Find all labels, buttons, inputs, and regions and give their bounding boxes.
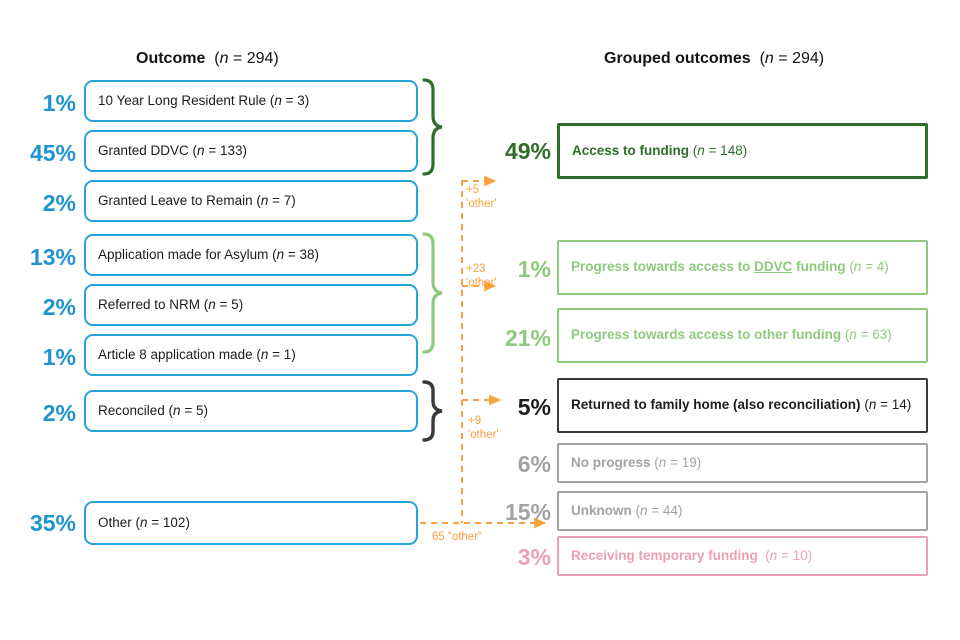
outcome-label-7: Other xyxy=(98,514,132,530)
grouped-label-1-underline: DDVC xyxy=(754,259,793,275)
grouped-percent-0: 49% xyxy=(504,138,551,164)
grouped-percent-4: 6% xyxy=(517,451,551,477)
grouped-percent-5: 15% xyxy=(504,499,551,525)
grouped-box-receiving-temporary-funding[interactable]: Receiving temporary funding (n = 10) xyxy=(557,536,928,576)
brace-access-to-funding xyxy=(422,78,443,176)
grouped-box-unknown[interactable]: Unknown (n = 44) xyxy=(557,491,928,531)
outcome-label-0: 10 Year Long Resident Rule xyxy=(98,92,267,108)
annotation-other-23-word: 'other' xyxy=(466,277,497,290)
annotation-other-5: +5 'other' xyxy=(466,183,497,212)
annotation-other-23: +23 'other' xyxy=(466,262,497,291)
outcome-label-4: Referred to NRM xyxy=(98,296,201,312)
grouped-box-access-to-funding[interactable]: Access to funding (n = 148) xyxy=(557,123,928,179)
annotation-other-total: 65 “other” xyxy=(432,531,482,543)
outcome-percent-6: 2% xyxy=(42,400,76,426)
grouped-label-1-pre: Progress towards access to xyxy=(571,259,755,275)
grouped-label-1-post: funding xyxy=(792,259,846,275)
annotation-other-23-amount: +23 xyxy=(466,263,486,275)
grouped-percent-6: 3% xyxy=(517,544,551,570)
outcome-label-2: Granted Leave to Remain xyxy=(98,192,253,208)
outcome-percent-0: 1% xyxy=(42,90,76,116)
right-column-title: Grouped outcomes (n = 294) xyxy=(604,50,825,67)
brace-progress-other-funding xyxy=(422,232,443,354)
outcome-percent-4: 2% xyxy=(42,294,76,320)
right-column-title-text: Grouped outcomes xyxy=(604,50,751,67)
grouped-box-returned-to-family-home[interactable]: Returned to family home (also reconcilia… xyxy=(557,378,928,433)
grouped-label-5: Unknown xyxy=(571,502,632,518)
left-column-title-text: Outcome xyxy=(136,50,206,67)
outcome-box-referred-to-nrm[interactable]: Referred to NRM (n = 5) xyxy=(84,284,418,326)
outcome-percent-2: 2% xyxy=(42,190,76,216)
outcome-label-6: Reconciled xyxy=(98,402,165,418)
outcome-label-5: Article 8 application made xyxy=(98,346,253,362)
outcome-box-granted-leave-to-remain[interactable]: Granted Leave to Remain (n = 7) xyxy=(84,180,418,222)
outcome-box-application-made-for-asylum[interactable]: Application made for Asylum (n = 38) xyxy=(84,234,418,276)
grouped-percent-1: 1% xyxy=(517,256,551,282)
brace-returned-to-family-home xyxy=(422,380,443,442)
grouped-box-no-progress[interactable]: No progress (n = 19) xyxy=(557,443,928,483)
grouped-label-0: Access to funding xyxy=(572,142,690,158)
grouped-label-6: Receiving temporary funding xyxy=(571,547,758,563)
annotation-other-5-word: 'other' xyxy=(466,198,497,211)
outcome-percent-3: 13% xyxy=(29,244,76,270)
grouped-percent-2: 21% xyxy=(504,325,551,351)
outcome-box-article-8-application-made[interactable]: Article 8 application made (n = 1) xyxy=(84,334,418,376)
grouped-label-4: No progress xyxy=(571,454,651,470)
grouped-box-progress-towards-other-funding[interactable]: Progress towards access to other funding… xyxy=(557,308,928,363)
outcome-percent-7: 35% xyxy=(29,510,76,536)
outcome-percent-1: 45% xyxy=(29,140,76,166)
grouped-label-3: Returned to family home (also reconcilia… xyxy=(571,397,861,413)
outcome-label-1: Granted DDVC xyxy=(98,142,189,158)
grouped-box-progress-towards-ddvc-funding[interactable]: Progress towards access to DDVC funding … xyxy=(557,240,928,295)
left-column-title: Outcome (n = 294) xyxy=(136,50,279,67)
grouped-label-2: Progress towards access to other funding xyxy=(571,327,842,343)
outcome-box-reconciled[interactable]: Reconciled (n = 5) xyxy=(84,390,418,432)
outcome-label-3: Application made for Asylum xyxy=(98,246,269,262)
outcome-box-10-year-long-resident-rule[interactable]: 10 Year Long Resident Rule (n = 3) xyxy=(84,80,418,122)
outcome-percent-5: 1% xyxy=(42,344,76,370)
annotation-other-5-amount: +5 xyxy=(466,184,480,196)
grouped-percent-3: 5% xyxy=(517,394,551,420)
outcome-box-granted-ddvc[interactable]: Granted DDVC (n = 133) xyxy=(84,130,418,172)
outcome-box-other[interactable]: Other (n = 102) xyxy=(84,501,418,545)
annotation-other-9-word: 'other' xyxy=(468,429,499,442)
annotation-other-9-amount: +9 xyxy=(468,415,482,427)
annotation-other-9: +9 'other' xyxy=(468,414,499,443)
